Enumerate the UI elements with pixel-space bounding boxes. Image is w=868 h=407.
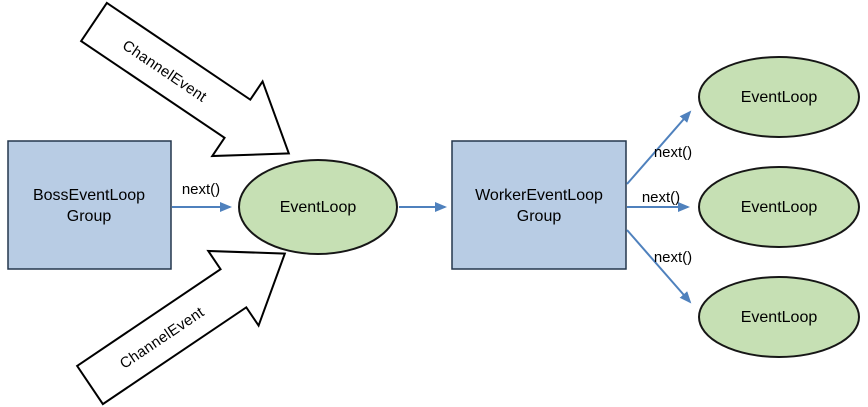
worker-event-loop-group-box bbox=[451, 140, 627, 270]
worker-event-loop-ellipse-3 bbox=[698, 276, 860, 358]
block-arrow-bottom-shape bbox=[75, 249, 287, 406]
boss-event-loop-ellipse bbox=[238, 159, 398, 255]
next-label-worker-middle: next() bbox=[642, 189, 680, 206]
block-arrow-top-shape bbox=[79, 1, 291, 158]
next-label-worker-top: next() bbox=[654, 144, 692, 161]
worker-event-loop-label-2: EventLoop bbox=[741, 199, 818, 216]
worker-next-arrow-bottom bbox=[626, 229, 692, 304]
worker-event-loop-ellipse-2 bbox=[698, 166, 860, 248]
worker-event-loop-group-label-line2: Group bbox=[517, 208, 562, 225]
worker-event-loop-label-1: EventLoop bbox=[741, 89, 818, 106]
boss-event-loop-group-label-line2: Group bbox=[67, 208, 112, 225]
worker-next-arrow-top bbox=[626, 110, 692, 185]
worker-event-loop-ellipse-1 bbox=[698, 56, 860, 138]
worker-event-loop-label-3: EventLoop bbox=[741, 309, 818, 326]
next-label-boss: next() bbox=[182, 181, 220, 198]
next-label-worker-bottom: next() bbox=[654, 249, 692, 266]
worker-event-loop-group-label-line1: WorkerEventLoop bbox=[475, 187, 603, 204]
boss-event-loop-group-box bbox=[7, 140, 172, 270]
boss-event-loop-label: EventLoop bbox=[280, 199, 357, 216]
boss-event-loop-group-label-line1: BossEventLoop bbox=[33, 187, 145, 204]
